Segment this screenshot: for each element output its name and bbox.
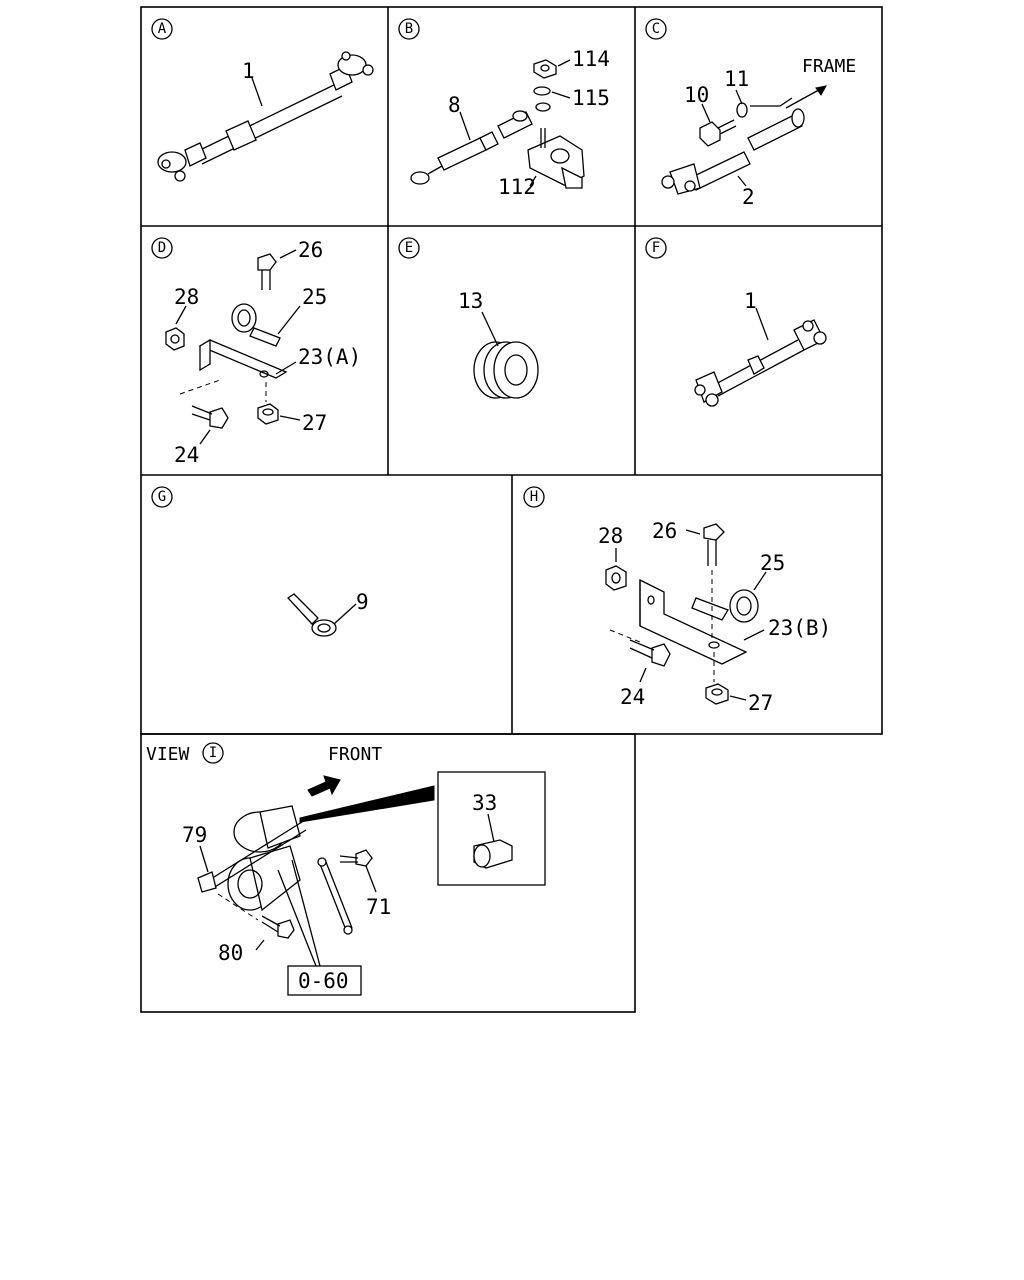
panel-a: A 1 xyxy=(151,18,374,182)
panel-g-marker xyxy=(151,486,173,508)
panel-c-letter: C xyxy=(652,21,660,37)
frame-label: FRAME xyxy=(802,56,856,77)
callout-25: 25 xyxy=(302,285,327,309)
panel-c-marker xyxy=(645,18,667,40)
clamp-25-illustration xyxy=(231,303,281,347)
panel-g: G 9 xyxy=(151,486,369,637)
panel-h-letter: H xyxy=(530,489,538,505)
panel-f: F 1 xyxy=(645,237,827,407)
callout-11: 11 xyxy=(724,67,749,91)
grommet-13-illustration xyxy=(473,341,539,399)
washer-115-illustration xyxy=(533,86,551,96)
panel-a-letter: A xyxy=(158,21,167,37)
callout-24: 24 xyxy=(174,443,199,467)
callout-23a: 23(A) xyxy=(298,345,361,369)
panel-f-marker xyxy=(645,237,667,259)
nut-114-illustration xyxy=(533,59,557,79)
callout-23b: 23(B) xyxy=(768,616,831,640)
panel-b: B 8 114 115 112 xyxy=(398,18,610,199)
ground-cable-illustration xyxy=(410,110,533,185)
nut-27-h-illustration xyxy=(705,683,729,705)
bolt-24-h-illustration xyxy=(629,639,671,667)
bolt-71-illustration xyxy=(339,849,373,867)
ground-strap-illustration xyxy=(661,97,805,195)
panel-i: VIEW I FRONT 33 xyxy=(146,742,546,996)
callout-79: 79 xyxy=(182,823,207,847)
bolt-80-illustration xyxy=(261,915,295,939)
callout-13: 13 xyxy=(458,289,483,313)
bolt-10-illustration xyxy=(699,119,737,147)
callout-71: 71 xyxy=(366,895,391,919)
bracket-23b-illustration xyxy=(639,578,748,665)
battery-cable-f-illustration xyxy=(694,319,827,407)
callout-10: 10 xyxy=(684,83,709,107)
callout-28-h: 28 xyxy=(598,524,623,548)
panel-g-letter: G xyxy=(158,489,166,505)
callout-25-h: 25 xyxy=(760,551,785,575)
callout-8: 8 xyxy=(448,93,461,117)
ref-box xyxy=(287,965,362,996)
frame-direction-arrow xyxy=(785,85,827,109)
clamp-25-h-illustration xyxy=(691,589,759,623)
panel-i-marker xyxy=(202,742,224,764)
callout-80: 80 xyxy=(218,941,243,965)
panel-h: H 28 xyxy=(523,486,831,715)
panel-c: C FRAME 10 11 2 xyxy=(645,18,856,209)
front-arrow-icon xyxy=(307,775,341,797)
panel-i-letter: I xyxy=(209,745,217,761)
callout-2: 2 xyxy=(742,185,755,209)
view-label: VIEW xyxy=(146,744,190,765)
panel-e-marker xyxy=(398,237,420,259)
nut-28-h-illustration xyxy=(605,565,627,591)
callout-28: 28 xyxy=(174,285,199,309)
callout-112: 112 xyxy=(498,175,536,199)
bolt-24-illustration xyxy=(191,405,229,429)
nut-28-illustration xyxy=(165,327,185,351)
front-label: FRONT xyxy=(328,744,382,765)
callout-27-h: 27 xyxy=(748,691,773,715)
bracket-23a-illustration xyxy=(198,338,288,379)
detail-box xyxy=(437,771,546,886)
panel-e: E 13 xyxy=(398,237,539,399)
cable-tie-9-illustration xyxy=(287,593,337,637)
battery-assembly-illustration xyxy=(197,805,353,935)
terminal-clamp-illustration xyxy=(527,128,585,189)
nut-27-illustration xyxy=(257,403,279,425)
callout-9: 9 xyxy=(356,590,369,614)
battery-cable-illustration xyxy=(157,51,374,182)
washer-11-illustration xyxy=(736,102,748,118)
callout-26-h: 26 xyxy=(652,519,677,543)
bolt-26-h-illustration xyxy=(703,523,725,566)
panel-d-letter: D xyxy=(158,240,166,256)
callout-33: 33 xyxy=(472,791,497,815)
panel-b-marker xyxy=(398,18,420,40)
callout-115: 115 xyxy=(572,86,610,110)
callout-24-h: 24 xyxy=(620,685,645,709)
callout-1: 1 xyxy=(242,59,255,83)
terminal-cap-33-illustration xyxy=(473,839,513,869)
callout-26: 26 xyxy=(298,238,323,262)
panel-d: D 26 28 xyxy=(151,237,361,467)
detail-pointer xyxy=(299,785,435,823)
bolt-26-illustration xyxy=(257,253,277,290)
panel-e-letter: E xyxy=(405,240,413,256)
panel-h-marker xyxy=(523,486,545,508)
panel-f-letter: F xyxy=(652,240,660,256)
panel-a-marker xyxy=(151,18,173,40)
callout-114: 114 xyxy=(572,47,610,71)
ref-box-label: 0-60 xyxy=(298,969,349,993)
panel-b-letter: B xyxy=(405,21,413,37)
callout-27: 27 xyxy=(302,411,327,435)
panel-grid xyxy=(140,6,883,1013)
panel-d-marker xyxy=(151,237,173,259)
callout-1-f: 1 xyxy=(744,289,757,313)
washer-illustration xyxy=(535,102,551,112)
